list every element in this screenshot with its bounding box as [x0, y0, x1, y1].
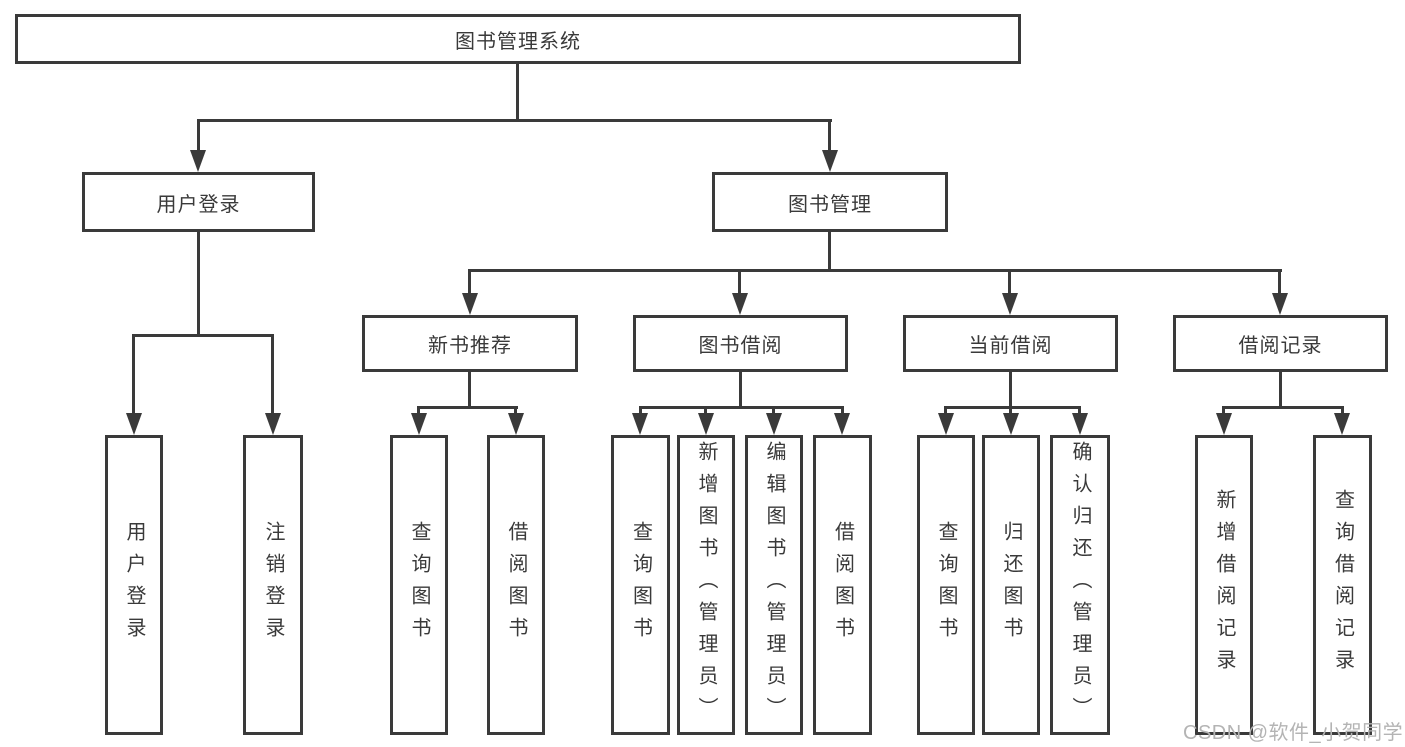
connector-root-drop-user-login: [197, 119, 200, 154]
leaf-user-login-label: 用户登录: [123, 521, 145, 649]
connector-root-drop-book-mgmt: [828, 119, 831, 154]
arrow-down-cb-return: [1003, 413, 1019, 435]
leaf-bb-add-book: 新增图书（管理员）: [677, 435, 735, 735]
arrow-down-book-borrow: [732, 293, 748, 315]
connector-root-bus: [197, 119, 832, 122]
leaf-cb-query-book-label: 查询图书: [935, 521, 957, 649]
leaf-bb-borrow-book-label: 借阅图书: [831, 521, 854, 649]
arrow-down-book-mgmt: [822, 150, 838, 172]
node-new-book-recommend-label: 新书推荐: [428, 335, 512, 357]
connector-drop-br-query: [1341, 406, 1344, 418]
arrow-down-current-borrow: [1002, 293, 1018, 315]
connector-drop-cb-confirm: [1078, 406, 1081, 418]
leaf-rec-borrow-book: 借阅图书: [487, 435, 545, 735]
connector-drop-bb-borrow: [841, 406, 844, 418]
node-root: 图书管理系统: [15, 14, 1021, 64]
arrow-down-new-book-rec: [462, 293, 478, 315]
connector-drop-bb-add: [704, 406, 707, 418]
connector-new-book-rec-bus: [417, 406, 518, 409]
leaf-bb-add-book-label: 新增图书（管理员）: [695, 441, 717, 729]
connector-drop-current-borrow: [1008, 269, 1011, 297]
leaf-bb-edit-book: 编辑图书（管理员）: [745, 435, 803, 735]
arrow-down-logout: [265, 413, 281, 435]
node-borrow-record: 借阅记录: [1173, 315, 1388, 372]
connector-drop-new-book-rec: [468, 269, 471, 297]
leaf-cb-query-book: 查询图书: [917, 435, 975, 735]
leaf-br-add-record-label: 新增借阅记录: [1213, 489, 1235, 681]
connector-drop-book-borrow: [738, 269, 741, 297]
arrow-down-br-query: [1334, 413, 1350, 435]
connector-book-borrow-stem: [739, 372, 742, 409]
connector-drop-logout: [271, 334, 274, 418]
node-book-borrow: 图书借阅: [633, 315, 848, 372]
node-book-borrow-label: 图书借阅: [698, 335, 783, 357]
node-current-borrow-label: 当前借阅: [968, 335, 1053, 357]
connector-current-borrow-stem: [1009, 372, 1012, 409]
arrow-down-bb-borrow: [834, 413, 850, 435]
leaf-cb-confirm-return-label: 确认归还（管理员）: [1069, 441, 1091, 729]
connector-drop-cb-query: [944, 406, 947, 418]
node-borrow-record-label: 借阅记录: [1238, 335, 1323, 357]
leaf-bb-query-book: 查询图书: [611, 435, 670, 735]
leaf-br-add-record: 新增借阅记录: [1195, 435, 1253, 735]
csdn-watermark: CSDN @软件_小贺同学: [1183, 722, 1404, 744]
node-new-book-recommend: 新书推荐: [362, 315, 578, 372]
arrow-down-rec-query: [411, 413, 427, 435]
connector-drop-bb-query: [639, 406, 642, 418]
arrow-down-br-add: [1216, 413, 1232, 435]
arrow-down-cb-query: [938, 413, 954, 435]
leaf-rec-query-book-label: 查询图书: [408, 521, 430, 649]
node-book-management: 图书管理: [712, 172, 948, 232]
arrow-down-rec-borrow: [508, 413, 524, 435]
leaf-bb-query-book-label: 查询图书: [629, 521, 652, 649]
connector-drop-cb-return: [1009, 406, 1012, 418]
connector-borrow-record-bus: [1222, 406, 1344, 409]
arrow-down-cb-confirm: [1072, 413, 1088, 435]
node-root-label: 图书管理系统: [455, 30, 581, 53]
leaf-bb-edit-book-label: 编辑图书（管理员）: [763, 441, 785, 729]
connector-drop-borrow-record: [1278, 269, 1281, 297]
connector-book-mgmt-stem: [828, 232, 831, 272]
leaf-br-query-record: 查询借阅记录: [1313, 435, 1372, 735]
leaf-bb-borrow-book: 借阅图书: [813, 435, 872, 735]
connector-drop-br-add: [1222, 406, 1225, 418]
leaf-rec-query-book: 查询图书: [390, 435, 448, 735]
connector-user-login-bus: [132, 334, 274, 337]
node-user-login-label: 用户登录: [156, 193, 241, 216]
connector-current-borrow-bus: [944, 406, 1081, 409]
arrow-down-bb-edit: [766, 413, 782, 435]
connector-drop-bb-edit: [772, 406, 775, 418]
connector-book-borrow-bus: [639, 406, 844, 409]
connector-drop-rec-query: [417, 406, 420, 418]
arrow-down-bb-query: [632, 413, 648, 435]
arrow-down-borrow-record: [1272, 293, 1288, 315]
leaf-br-query-record-label: 查询借阅记录: [1331, 489, 1354, 681]
leaf-cb-return-book-label: 归还图书: [1000, 521, 1022, 649]
arrow-down-user-login-leaf: [126, 413, 142, 435]
leaf-logout-label: 注销登录: [262, 521, 284, 649]
connector-drop-rec-borrow: [514, 406, 517, 418]
node-current-borrow: 当前借阅: [903, 315, 1118, 372]
connector-borrow-record-stem: [1279, 372, 1282, 409]
connector-user-login-stem: [197, 232, 200, 337]
leaf-rec-borrow-book-label: 借阅图书: [505, 521, 527, 649]
arrow-down-bb-add: [698, 413, 714, 435]
connector-drop-user-login-leaf: [132, 334, 135, 418]
node-user-login: 用户登录: [82, 172, 315, 232]
arrow-down-user-login: [190, 150, 206, 172]
leaf-cb-confirm-return: 确认归还（管理员）: [1050, 435, 1110, 735]
leaf-logout: 注销登录: [243, 435, 303, 735]
connector-book-mgmt-bus: [468, 269, 1282, 272]
leaf-user-login: 用户登录: [105, 435, 163, 735]
node-book-management-label: 图书管理: [788, 193, 872, 216]
connector-root-stem: [516, 64, 519, 121]
connector-new-book-rec-stem: [468, 372, 471, 409]
leaf-cb-return-book: 归还图书: [982, 435, 1040, 735]
